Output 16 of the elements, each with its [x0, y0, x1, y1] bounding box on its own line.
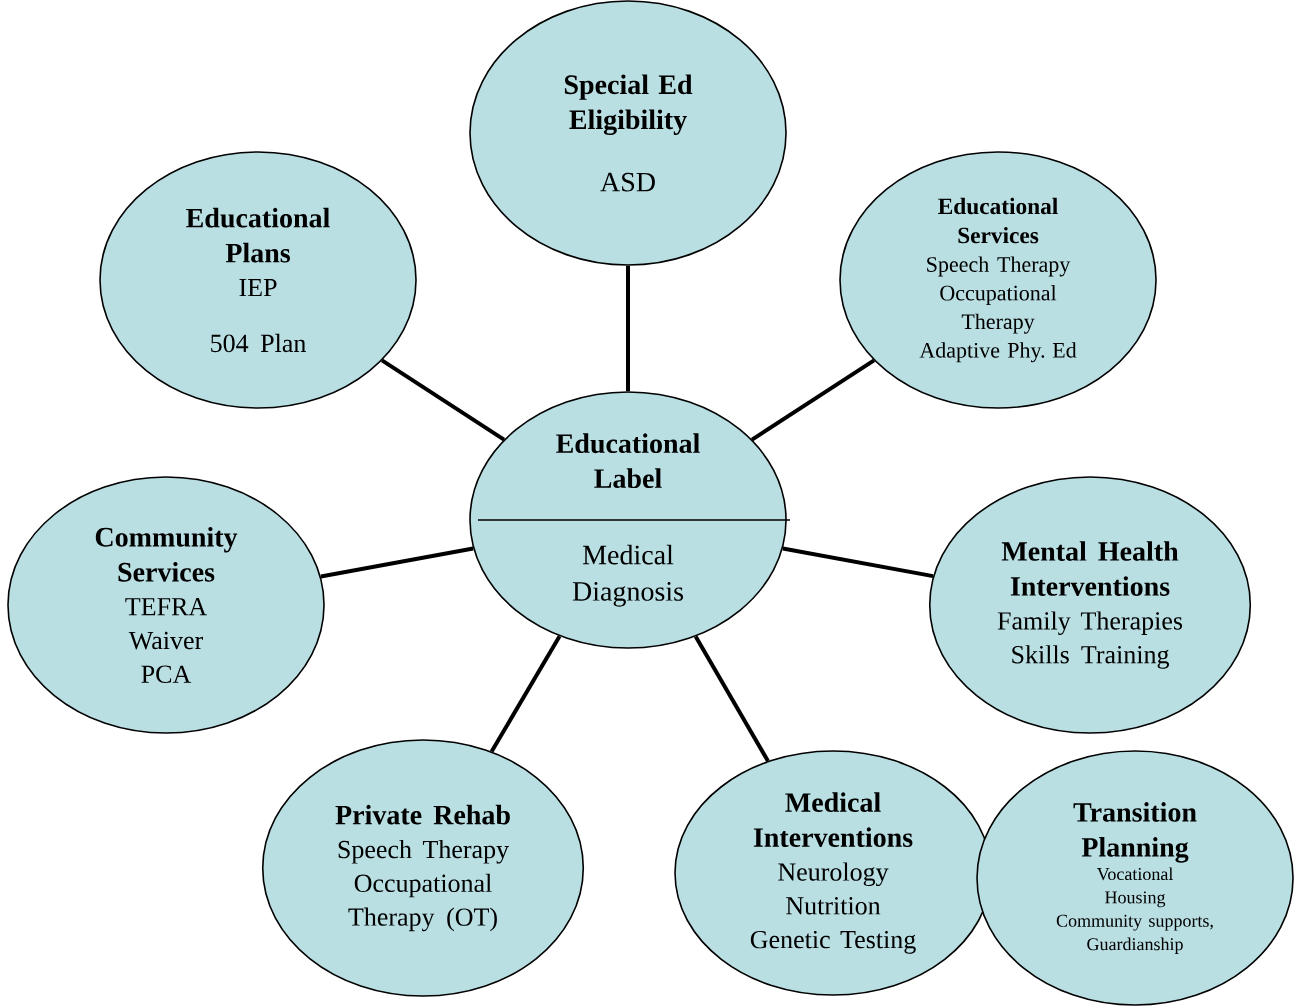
connector-line	[750, 358, 876, 442]
connector-line	[626, 265, 630, 392]
ellipse-node: Educational Label Medical Diagnosis	[469, 391, 787, 649]
connector-line	[782, 546, 934, 579]
ellipse-node: Educational Services Speech Therapy Occupational Therapy Adaptive Phy. Ed	[839, 151, 1157, 409]
connector-line	[489, 635, 562, 753]
connector-line	[380, 358, 506, 442]
ellipse-node: Transition Planning Vocational Housing Community supports, Guardianship	[976, 750, 1294, 1006]
ellipse-node: Mental Health Interventions Family Therapies Skills Training	[928, 476, 1252, 734]
ellipse-node: Medical Interventions Neurology Nutrition Genetic Testing	[674, 750, 992, 996]
ellipse-node: Educational Plans IEP 504 Plan	[99, 151, 417, 409]
ellipse-node: Private Rehab Speech Therapy Occupational Therapy (OT)	[261, 739, 585, 997]
ellipse-node: Community Services TEFRA Waiver PCA	[7, 476, 325, 734]
ellipse-node: Special Ed Eligibility ASD	[469, 0, 787, 266]
connector-line	[693, 635, 770, 762]
connector-line	[320, 546, 474, 579]
